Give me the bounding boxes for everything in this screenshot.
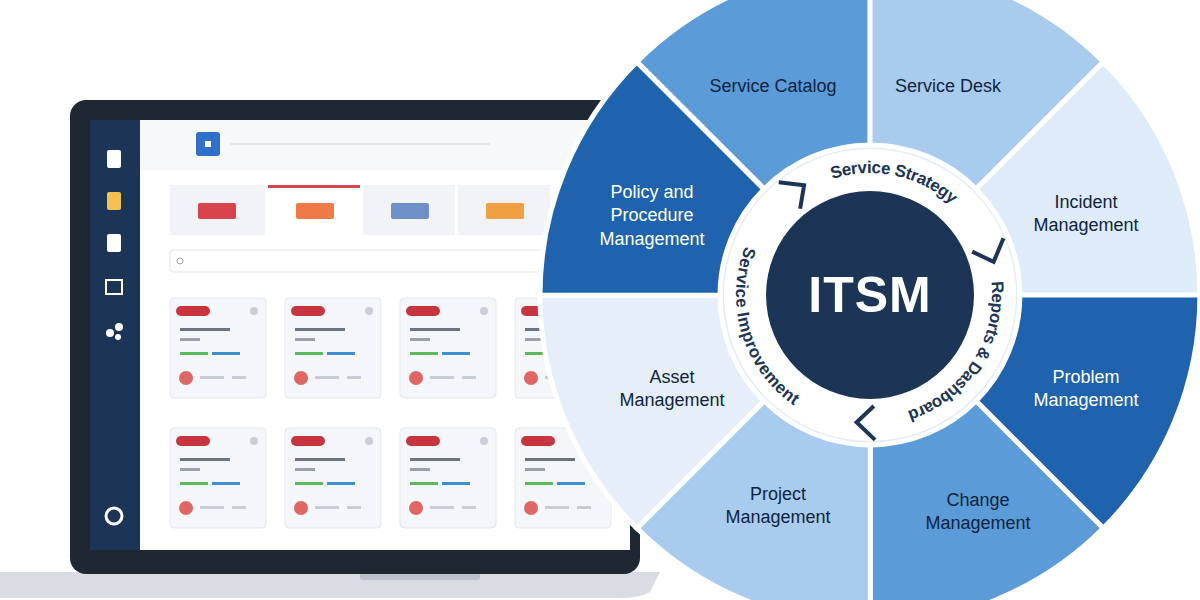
segment-label: Policy and Procedure Management <box>577 181 727 251</box>
segment-shape <box>976 62 1200 295</box>
center-circle: ITSM <box>766 191 974 399</box>
segment-outline <box>870 401 1103 600</box>
segment-label: Service Desk <box>888 75 1008 98</box>
segment-label: Asset Management <box>597 366 747 413</box>
ring-arrow <box>779 182 804 208</box>
segment-outline <box>540 295 764 528</box>
wheel-segment: Change Management <box>870 401 1103 600</box>
segment-outline <box>540 62 764 295</box>
segment-label: Project Management <box>703 483 853 530</box>
segment-label: Problem Management <box>1011 366 1161 413</box>
center-label: ITSM <box>808 266 931 324</box>
segment-shape <box>540 62 764 295</box>
segment-label: Service Catalog <box>708 75 838 98</box>
wheel-segment: Incident Management <box>976 62 1200 295</box>
ring-arrow <box>972 238 1003 262</box>
wheel-segment: Asset Management <box>540 295 764 528</box>
segment-outline <box>976 62 1200 295</box>
segment-label: Incident Management <box>1011 191 1161 238</box>
segment-shape <box>540 295 764 528</box>
ring-arrow <box>857 406 875 440</box>
wheel-segment: Policy and Procedure Management <box>540 62 764 295</box>
segment-label: Change Management <box>903 489 1053 536</box>
